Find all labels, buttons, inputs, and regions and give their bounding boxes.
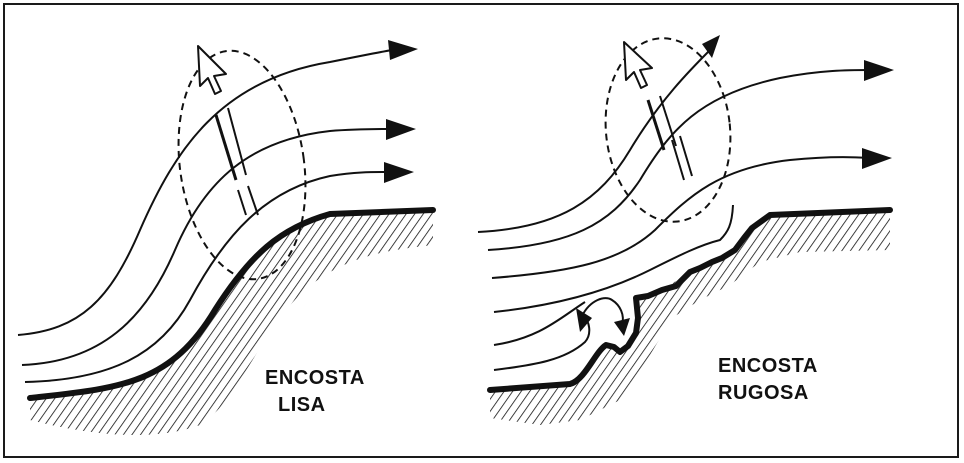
- lift-dash: [248, 186, 258, 215]
- flow-arrow-icon: [386, 119, 416, 140]
- lift-zone-outline: [597, 32, 740, 228]
- streamline: [494, 302, 585, 345]
- rough-slope-label-line2: RUGOSA: [718, 381, 809, 406]
- rough-slope-panel: [478, 32, 894, 425]
- updraft-arrow-icon: [624, 42, 652, 88]
- eddy-arrow-icon: [614, 318, 630, 336]
- smooth-slope-label-line1: ENCOSTA: [265, 366, 365, 391]
- rough-slope-label-line1: ENCOSTA: [718, 354, 818, 379]
- smooth-slope-label-line2: LISA: [278, 393, 326, 418]
- smooth-slope-panel: [18, 40, 433, 435]
- flow-arrow-icon: [388, 40, 418, 60]
- streamline: [478, 48, 712, 232]
- streamline: [18, 50, 392, 335]
- lift-dash: [238, 190, 246, 215]
- flow-arrow-icon: [864, 60, 894, 81]
- updraft-arrow-icon: [198, 46, 226, 94]
- flow-arrow-icon: [384, 162, 414, 183]
- lift-dash: [648, 100, 664, 150]
- smooth-ground-hatching: [30, 210, 433, 435]
- flow-arrow-icon: [862, 148, 892, 169]
